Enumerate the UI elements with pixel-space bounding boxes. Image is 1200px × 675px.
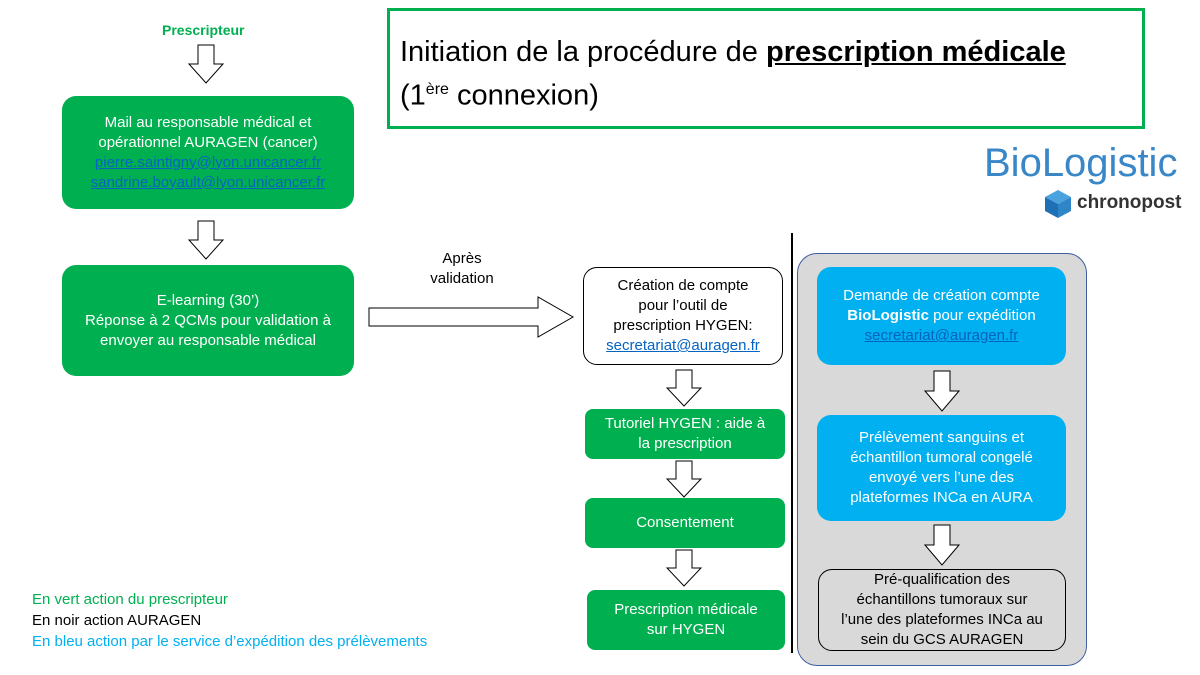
prequal-line2: échantillons tumoraux sur [856,591,1028,608]
down-arrow-icon [924,524,960,566]
prelevement-line4: plateformes INCa en AURA [850,489,1033,506]
title-box: Initiation de la procédure de prescripti… [387,8,1145,129]
creation-line1: Création de compte [617,277,749,294]
prelevement-line3: envoyé vers l’une des [868,469,1015,486]
biologistic-logo: BioLogistic [984,141,1178,185]
prelevement-line1: Prélèvement sanguins et [858,429,1025,446]
title-line2: (1ère connexion) [400,71,1142,115]
demande-box: Demande de création compte BioLogistic p… [817,267,1066,365]
mail-line2: opérationnel AURAGEN (cancer) [98,133,318,151]
elearning-line1: E-learning (30’) [156,291,260,309]
biologistic-bold: BioLogistic [847,307,929,324]
creation-compte-box: Création de compte pour l’outil de presc… [583,267,783,365]
prelevement-line2: échantillon tumoral congelé [850,449,1033,466]
right-arrow-icon [368,296,574,338]
elearning-box: E-learning (30’) Réponse à 2 QCMs pour v… [62,265,354,376]
down-arrow-icon [188,220,224,260]
legend-black: En noir action AURAGEN [32,612,202,629]
chronopost-logo: chronopost [1077,192,1182,213]
prequal-line4: sein du GCS AURAGEN [860,631,1024,648]
chronopost-cube-icon [1045,190,1071,218]
email-link[interactable]: secretariat@auragen.fr [606,337,760,354]
down-arrow-icon [924,370,960,412]
prescription-line2: sur HYGEN [646,621,726,638]
down-arrow-icon [666,549,702,587]
creation-line3: prescription HYGEN: [613,317,753,334]
elearning-line3: envoyer au responsable médical [100,331,316,349]
prelevement-box: Prélèvement sanguins et échantillon tumo… [817,415,1066,521]
demande-line1: Demande de création compte [843,287,1040,304]
title-bold: prescription médicale [765,36,1066,68]
title-line2-post: connexion) [448,79,599,112]
mail-box: Mail au responsable médical et opération… [62,96,354,209]
down-arrow-icon [666,460,702,498]
prescription-box: Prescription médicale sur HYGEN [587,590,785,650]
legend-green: En vert action du prescripteur [32,591,228,608]
title-line2-pre: (1 [400,79,426,112]
prescripteur-label: Prescripteur [162,22,245,38]
creation-line2: pour l’outil de [638,297,728,314]
prescription-line1: Prescription médicale [614,601,758,618]
apres-line2: validation [430,270,494,287]
tutoriel-line2: la prescription [638,435,732,452]
tutoriel-line1: Tutoriel HYGEN : aide à [604,415,766,432]
demande-line2: BioLogistic pour expédition [847,306,1035,326]
title-line1: Initiation de la procédure de prescripti… [400,33,1142,71]
demande-line2-rest: pour expédition [928,307,1036,324]
down-arrow-icon [188,44,224,84]
elearning-line2: Réponse à 2 QCMs pour validation à [85,311,331,329]
title-prefix: Initiation de la procédure de [400,36,766,68]
apres-validation-label: Après validation [412,246,512,292]
prequalification-box: Pré-qualification des échantillons tumor… [818,569,1066,651]
legend-blue: En bleu action par le service d’expéditi… [32,633,428,650]
title-line2-sup: ère [425,81,449,98]
consentement-box: Consentement [585,498,785,548]
consentement-line1: Consentement [636,514,734,531]
vertical-divider [791,233,793,653]
tutoriel-box: Tutoriel HYGEN : aide à la prescription [585,409,785,459]
prequal-line1: Pré-qualification des [874,571,1010,588]
mail-line1: Mail au responsable médical et [104,113,312,131]
email-link[interactable]: secretariat@auragen.fr [864,327,1019,344]
down-arrow-icon [666,369,702,407]
email-link[interactable]: pierre.saintigny@lyon.unicancer.fr [94,153,322,171]
prequal-line3: l’une des plateformes INCa au [841,611,1043,628]
apres-line1: Après [442,250,482,267]
email-link[interactable]: sandrine.boyault@lyon.unicancer.fr [90,173,326,191]
